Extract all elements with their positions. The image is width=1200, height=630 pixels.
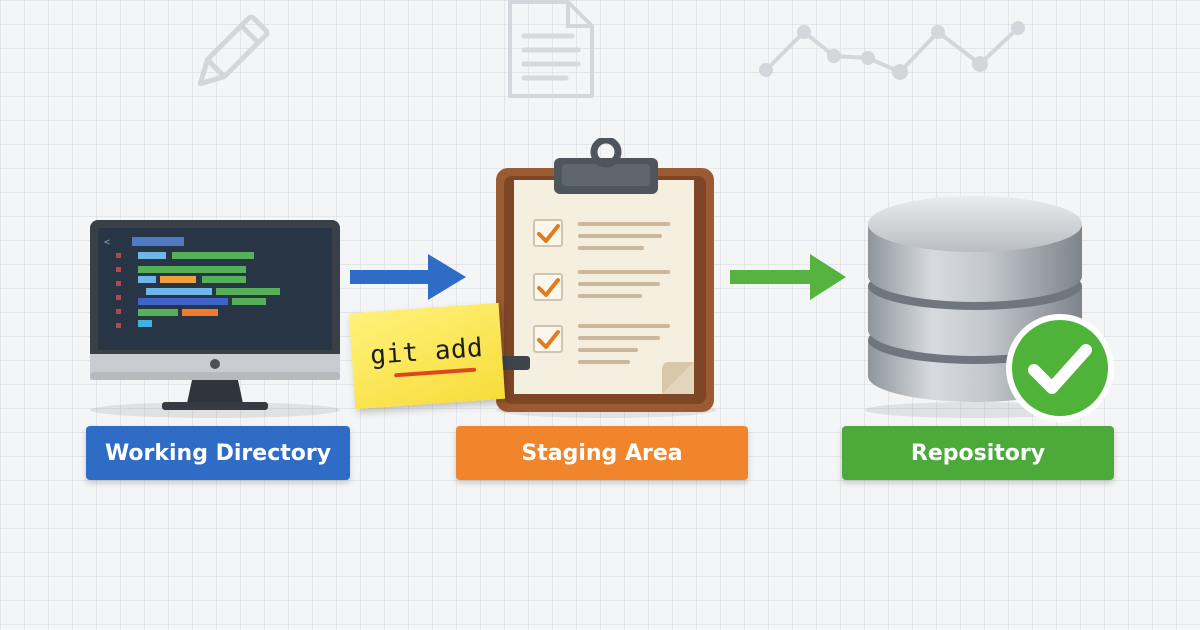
git-add-sticky-note: git add [348,302,506,410]
git-add-command: git add [369,333,485,371]
working-directory-label: Working Directory [86,426,350,480]
document-icon [508,0,594,98]
clipboard-checklist-icon [496,138,716,418]
checkmark-badge-icon [1006,314,1114,422]
monitor-code-icon: < [90,220,340,418]
command-underline [394,367,477,378]
arrow-right-icon [350,254,466,300]
arrow-right-icon [730,254,846,300]
repository-label: Repository [842,426,1114,480]
staging-area-label: Staging Area [456,426,748,480]
pencil-icon [197,14,270,87]
line-chart-icon [759,21,1025,80]
svg-text:<: < [104,237,110,248]
